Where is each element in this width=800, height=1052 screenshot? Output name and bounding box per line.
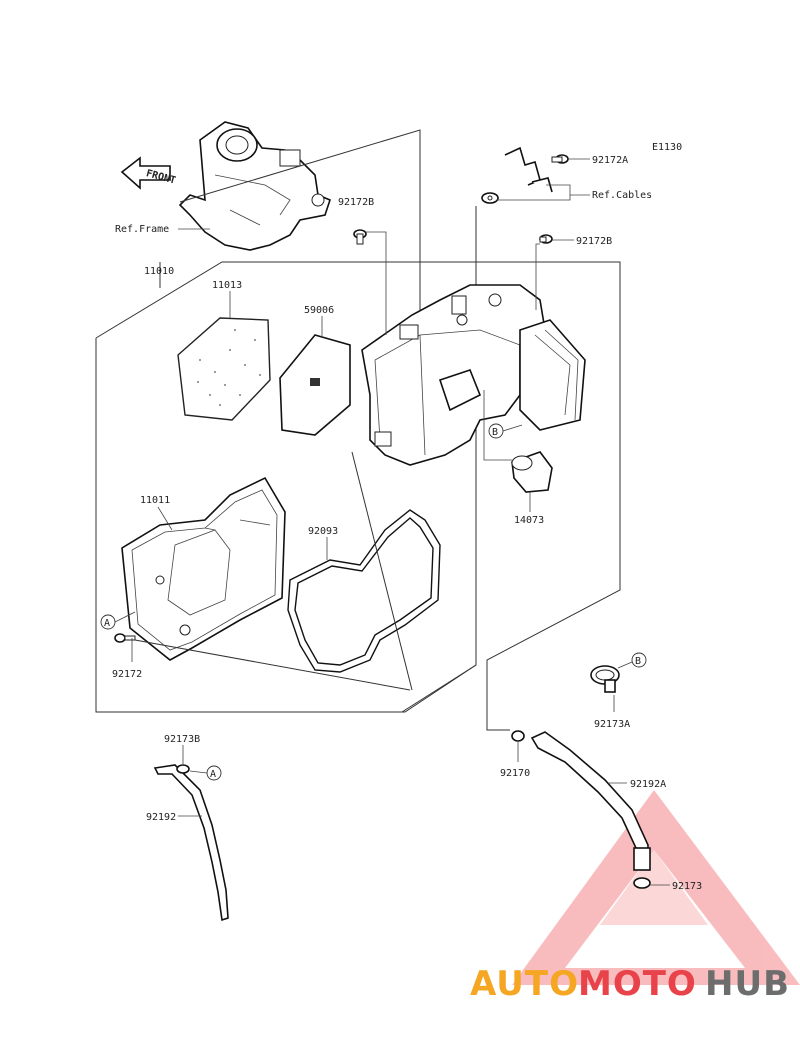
part-label-11010: 11010 [144, 266, 174, 277]
frame-part [178, 121, 331, 251]
drain-hose-92192a [530, 731, 651, 871]
part-label-92172: 92172 [112, 669, 142, 680]
hose-clamp [590, 665, 620, 693]
callout-b-right [631, 652, 647, 668]
watermark-part-moto: MOTO [578, 964, 697, 1004]
drain-cap [511, 451, 553, 493]
watermark-logo: AUTO MOTO HUB [470, 964, 790, 1004]
clip-92173 [633, 877, 651, 889]
callout-a-left-label: A [104, 618, 110, 629]
part-label-92172b-left: 92172B [338, 197, 374, 208]
front-label: FRONT [145, 168, 177, 186]
ref-frame-label: Ref.Frame [115, 224, 169, 235]
watermark-part-auto: AUTO [470, 964, 579, 1004]
ref-cables-label: Ref.Cables [592, 190, 652, 201]
bolt-92172 [114, 633, 136, 643]
front-arrow-icon: FRONT [120, 156, 177, 190]
bolt-92172b-left [353, 229, 367, 245]
part-label-14073: 14073 [514, 515, 544, 526]
watermark-part-hub: HUB [705, 964, 790, 1004]
bolt-92172a [551, 154, 569, 164]
air-cleaner-cover [121, 476, 286, 661]
part-label-92192a: 92192A [630, 779, 666, 790]
part-label-92170: 92170 [500, 768, 530, 779]
clip-92170 [511, 730, 525, 742]
drain-hose-92192 [153, 764, 229, 922]
cable-clip [481, 146, 553, 204]
part-label-92173: 92173 [672, 881, 702, 892]
diagram-code: E1130 [652, 142, 682, 153]
part-label-59006: 59006 [304, 305, 334, 316]
part-label-11011: 11011 [140, 495, 170, 506]
part-label-92173a: 92173A [594, 719, 630, 730]
callout-b-mid-label: B [492, 427, 498, 438]
part-label-92173b: 92173B [164, 734, 200, 745]
clip-92173b [176, 764, 190, 774]
part-label-11013: 11013 [212, 280, 242, 291]
callout-a-hose-label: A [210, 769, 216, 780]
air-filter-element [177, 317, 271, 421]
part-label-92093: 92093 [308, 526, 338, 537]
label-sheet [279, 334, 351, 436]
air-cleaner-housing [361, 284, 586, 466]
part-label-92172a: 92172A [592, 155, 628, 166]
gasket [287, 509, 441, 673]
callout-b-right-label: B [635, 656, 641, 667]
bolt-92172b-right [539, 234, 553, 244]
exploded-outline [95, 129, 621, 713]
part-label-92172b-right: 92172B [576, 236, 612, 247]
watermark-triangle [512, 790, 800, 985]
part-label-92192: 92192 [146, 812, 176, 823]
